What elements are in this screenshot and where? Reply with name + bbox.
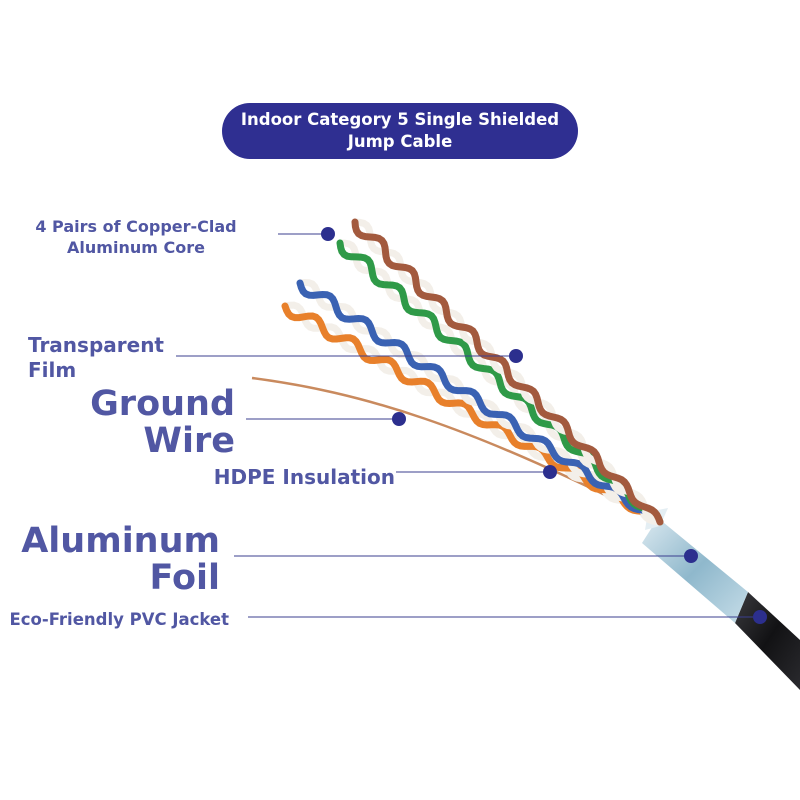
green-pair-color-strand [336,239,664,526]
label-pvc-jacket: Eco-Friendly PVC Jacket [0,609,229,630]
title-banner: Indoor Category 5 Single Shielded Jump C… [222,103,578,159]
label-transparent-film: Transparent Film [28,333,188,383]
label-ground-line-1: Ground [90,384,235,424]
label-aluminum-foil: Aluminum Foil [0,523,220,597]
orange-pair-color-strand [281,302,664,526]
hdpe-dot [543,465,557,479]
title-line-1: Indoor Category 5 Single Shielded [240,110,560,129]
label-copper-core-line-2: Aluminum Core [67,238,205,257]
ground-wire-strand [251,376,656,522]
aluminum-foil-shape [642,518,748,623]
label-film-line-1: Transparent [28,333,164,357]
label-copper-core-line-1: 4 Pairs of Copper-Clad [35,217,237,236]
label-foil-line-2: Foil [149,558,220,598]
ground-dot [392,412,406,426]
label-ground-wire: Ground Wire [40,386,235,460]
label-hdpe-line-1: HDPE Insulation [213,465,395,489]
label-pvc-line-1: Eco-Friendly PVC Jacket [9,610,229,629]
label-foil-line-1: Aluminum [21,521,220,561]
core-dot [321,227,335,241]
label-copper-core: 4 Pairs of Copper-Clad Aluminum Core [20,216,252,258]
pvc-jacket-shape [735,592,800,690]
twisted-pairs [251,218,664,526]
leader-lines [176,227,767,624]
label-ground-line-2: Wire [143,421,235,461]
blue-pair-color-strand [296,279,664,526]
cable-illustration [251,218,800,690]
foil-dot [684,549,698,563]
label-hdpe-insulation: HDPE Insulation [150,465,395,490]
label-film-line-2: Film [28,358,77,382]
title-line-2: Jump Cable [347,132,453,151]
brown-pair-color-strand [351,218,664,526]
film-dot [509,349,523,363]
pvc-dot [753,610,767,624]
